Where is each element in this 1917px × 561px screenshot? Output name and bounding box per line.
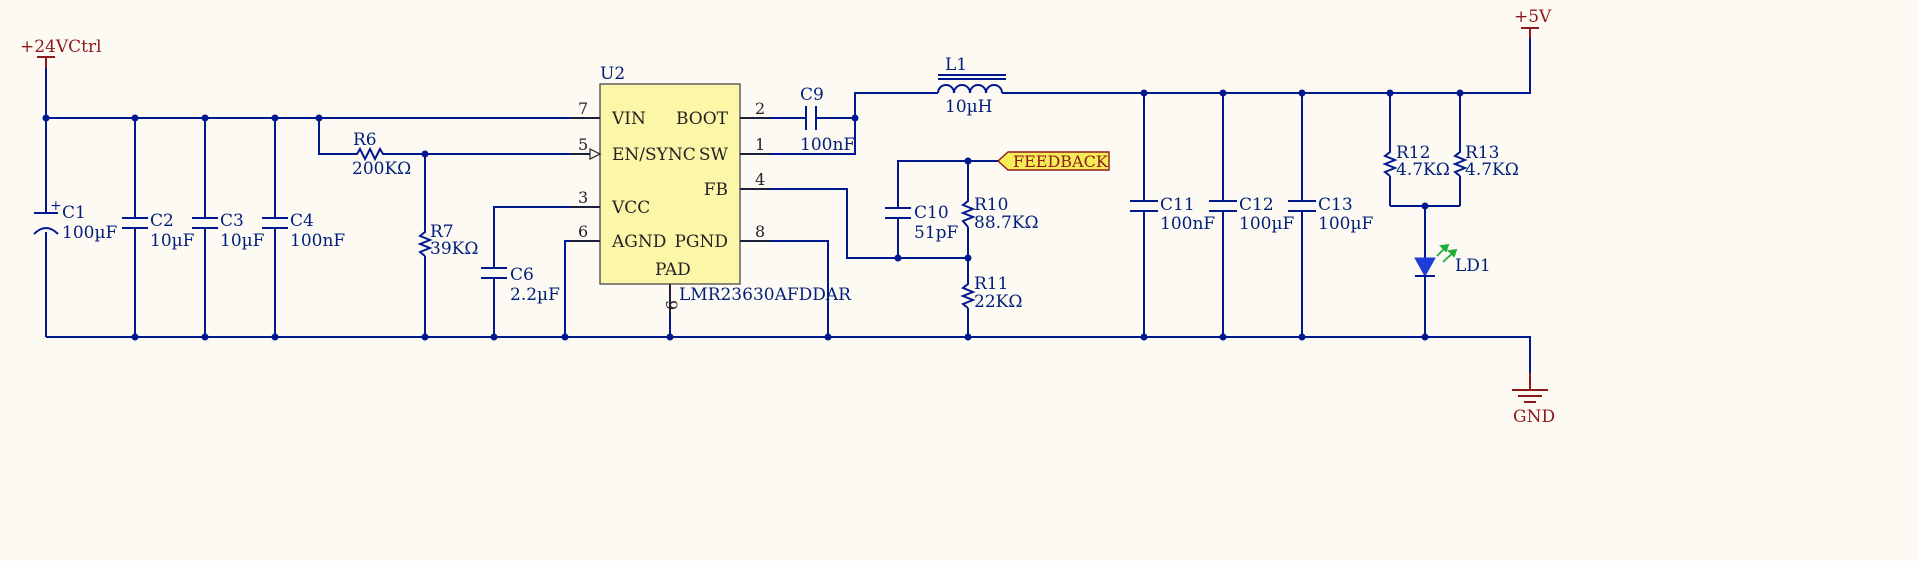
pin-name-boot: BOOT	[676, 109, 729, 129]
pin-number-boot: 2	[755, 99, 765, 118]
c13-value: 100µF	[1318, 214, 1373, 234]
resistor-r12: R12 4.7KΩ	[1382, 143, 1450, 180]
c3-ref: C3	[220, 211, 244, 231]
c4-value: 100nF	[290, 231, 345, 251]
capacitor-c3: C3 10µF	[192, 211, 265, 251]
pin-name-vcc: VCC	[611, 198, 650, 218]
pin-number-vcc: 3	[578, 188, 588, 207]
ld1-ref: LD1	[1455, 256, 1491, 276]
c6-ref: C6	[510, 265, 534, 285]
led-ld1: LD1	[1414, 243, 1491, 278]
ground-label: GND	[1513, 407, 1555, 427]
c11-value: 100nF	[1160, 214, 1215, 234]
pin-name-vin: VIN	[611, 109, 646, 129]
svg-text:+: +	[50, 198, 62, 214]
capacitor-c4: C4 100nF	[262, 211, 345, 251]
c3-value: 10µF	[220, 231, 265, 251]
pin-number-pad: 9	[662, 300, 681, 310]
c12-ref: C12	[1239, 195, 1274, 215]
r6-ref: R6	[353, 130, 377, 150]
c2-value: 10µF	[150, 231, 195, 251]
r11-value: 22KΩ	[974, 292, 1022, 312]
pin-name-en: EN/SYNC	[612, 145, 696, 165]
pin-number-agnd: 6	[578, 222, 588, 241]
capacitor-c1: + C1 100µF	[33, 198, 117, 243]
junctions	[42, 89, 1464, 341]
l1-value: 10µH	[945, 97, 993, 117]
pin-number-vin: 7	[578, 99, 588, 118]
resistor-r10: R10 88.7KΩ	[960, 195, 1039, 233]
capacitor-c11: C11 100nF	[1130, 195, 1215, 234]
vout-power-label: +5V	[1514, 7, 1552, 27]
r7-ref: R7	[430, 222, 454, 242]
r6-value: 200KΩ	[352, 159, 411, 179]
c12-value: 100µF	[1239, 214, 1294, 234]
c6-value: 2.2µF	[510, 285, 560, 305]
r13-value: 4.7KΩ	[1465, 160, 1519, 180]
c1-ref: C1	[62, 203, 86, 223]
resistor-r11: R11 22KΩ	[960, 274, 1022, 312]
feedback-label-text: FEEDBACK	[1013, 152, 1109, 171]
c9-ref: C9	[800, 85, 824, 105]
c11-ref: C11	[1160, 195, 1195, 215]
en-input-arrow-icon	[589, 148, 602, 160]
r12-ref: R12	[1396, 143, 1430, 163]
r10-ref: R10	[974, 195, 1008, 215]
pin-name-pad: PAD	[655, 260, 691, 280]
capacitor-c12: C12 100µF	[1209, 195, 1294, 234]
ground-symbol: GND	[1512, 373, 1555, 427]
c10-value: 51pF	[914, 223, 959, 243]
r13-ref: R13	[1465, 143, 1499, 163]
c1-value: 100µF	[62, 223, 117, 243]
vin-power-label: +24VCtrl	[20, 37, 102, 57]
c10-ref: C10	[914, 203, 949, 223]
vout-power-port: +5V	[1514, 7, 1552, 38]
inductor-l1: L1 10µH	[937, 55, 1006, 117]
capacitor-c13: C13 100µF	[1288, 195, 1373, 234]
pin-number-fb: 4	[755, 170, 765, 189]
vin-power-port: +24VCtrl	[20, 37, 102, 68]
r7-value: 39KΩ	[430, 239, 478, 259]
c13-ref: C13	[1318, 195, 1353, 215]
pin-name-pgnd: PGND	[674, 232, 728, 252]
resistor-r7: R7 39KΩ	[417, 222, 478, 259]
c4-ref: C4	[290, 211, 314, 231]
resistor-r6: R6 200KΩ	[351, 130, 411, 179]
r10-value: 88.7KΩ	[974, 213, 1039, 233]
capacitor-c10: C10 51pF	[885, 203, 959, 243]
light-emission-arrows-icon	[1436, 243, 1458, 263]
capacitor-c9: C9 100nF	[800, 85, 855, 155]
wires	[45, 38, 1531, 373]
pin-number-pgnd: 8	[755, 222, 765, 241]
c9-value: 100nF	[800, 135, 855, 155]
capacitor-c2: C2 10µF	[122, 211, 195, 251]
pin-name-agnd: AGND	[611, 232, 666, 252]
pin-number-en: 5	[578, 135, 588, 154]
pin-number-sw: 1	[755, 135, 765, 154]
ic-u2: U2 LMR23630AFDDAR VIN EN/SYNC VCC AGND B…	[570, 64, 852, 314]
resistor-r13: R13 4.7KΩ	[1452, 143, 1519, 180]
l1-ref: L1	[945, 55, 967, 75]
capacitor-c6: C6 2.2µF	[481, 265, 560, 305]
ic-part-number: LMR23630AFDDAR	[679, 285, 852, 305]
c2-ref: C2	[150, 211, 174, 231]
ic-ref: U2	[600, 64, 625, 84]
pin-name-fb: FB	[704, 180, 728, 200]
r12-value: 4.7KΩ	[1396, 160, 1450, 180]
r11-ref: R11	[974, 274, 1008, 294]
feedback-net-label: FEEDBACK	[996, 151, 1110, 171]
pin-name-sw: SW	[699, 145, 729, 165]
